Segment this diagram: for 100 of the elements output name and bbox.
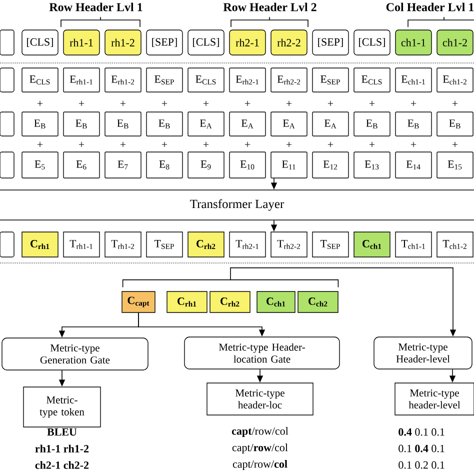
token-box: [SEP]: [146, 30, 183, 56]
plus-sign: +: [78, 142, 84, 148]
cls-vector-box: C$_{rh2}$: [210, 291, 250, 313]
output-box: C$_{rh2}$: [188, 232, 224, 258]
token-box: [CLS]: [188, 30, 224, 56]
plus-sign: +: [452, 142, 458, 148]
output-box: [0, 232, 14, 258]
embedding-box: E$_{11}$: [270, 152, 308, 178]
result-text: 0.1 0.2 0.1: [398, 461, 444, 469]
result-text: capt/row/col: [232, 460, 288, 470]
bracket: [122, 279, 339, 288]
embedding-box: [0, 68, 14, 92]
plus-sign: +: [369, 142, 375, 148]
embedding-box: E$_{A}$: [270, 112, 308, 136]
token-box: ch1-2: [436, 30, 474, 56]
embedding-box: E$_{12}$: [312, 152, 349, 178]
metric-box: Metric-type header-level: [394, 382, 474, 416]
metric-box: Metric-type token: [23, 386, 101, 428]
plus-sign: +: [203, 142, 209, 148]
plus-sign: +: [244, 100, 250, 106]
output-box: T$_{ch1-2}$: [436, 232, 474, 258]
embedding-box: E$_{B}$: [395, 112, 432, 136]
embedding-box: E$_{rh2-2}$: [270, 68, 308, 92]
plus-sign: +: [410, 142, 416, 148]
embedding-box: E$_{CLS}$: [22, 68, 58, 92]
result-text: ch2-1 ch2-2: [35, 461, 89, 469]
token-box: ch1-1: [395, 30, 432, 56]
output-box: T$_{rh2-2}$: [270, 232, 308, 258]
output-box: T$_{SEP}$: [146, 232, 183, 258]
token-box: rh2-1: [229, 30, 266, 56]
token-box: rh2-2: [270, 30, 308, 56]
result-text: BLEU: [47, 428, 77, 436]
plus-sign: +: [162, 142, 168, 148]
token-box: [CLS]: [354, 30, 390, 56]
embedding-box: E$_{9}$: [188, 152, 224, 178]
embedding-box: E$_{B}$: [354, 112, 390, 136]
transformer-layer-band: Transformer Layer: [0, 190, 474, 220]
output-box: T$_{SEP}$: [312, 232, 349, 258]
result-text: capt/row/col: [232, 444, 288, 454]
plus-sign: +: [120, 142, 126, 148]
output-box: C$_{rh1}$: [22, 232, 58, 258]
embedding-box: E$_{15}$: [436, 152, 474, 178]
cls-vector-box: C$_{rh1}$: [166, 291, 208, 313]
embedding-box: E$_{rh2-1}$: [229, 68, 266, 92]
plus-sign: +: [452, 100, 458, 106]
plus-sign: +: [410, 100, 416, 106]
embedding-box: E$_{A}$: [229, 112, 266, 136]
token-box: [CLS]: [22, 30, 58, 56]
output-box: T$_{rh1-1}$: [63, 232, 100, 258]
embedding-box: E$_{13}$: [354, 152, 390, 178]
plus-sign: +: [37, 142, 43, 148]
output-box: T$_{rh1-2}$: [104, 232, 142, 258]
embedding-box: E$_{SEP}$: [146, 68, 183, 92]
embedding-box: E$_{7}$: [104, 152, 142, 178]
embedding-box: [0, 112, 14, 136]
token-box: rh1-2: [104, 30, 142, 56]
gate-box: Metric-type Generation Gate: [2, 338, 148, 370]
embedding-box: [0, 152, 14, 178]
plus-sign: +: [369, 100, 375, 106]
embedding-box: E$_{5}$: [22, 152, 58, 178]
output-box: T$_{rh2-1}$: [229, 232, 266, 258]
embedding-box: E$_{14}$: [395, 152, 432, 178]
result-text: 0.1 0.4 0.1: [398, 444, 444, 452]
plus-sign: +: [203, 100, 209, 106]
result-text: capt/row/col: [232, 427, 288, 437]
result-text: rh1-1 rh1-2: [35, 444, 89, 452]
embedding-box: E$_{8}$: [146, 152, 183, 178]
header-label: Row Header Lvl 1: [49, 2, 142, 12]
plus-sign: +: [286, 142, 292, 148]
header-label: Row Header Lvl 2: [223, 2, 316, 12]
gate-box: Metric-type Header-level: [374, 336, 472, 370]
embedding-box: E$_{SEP}$: [312, 68, 349, 92]
result-text: 0.4 0.1 0.1: [398, 428, 444, 436]
plus-sign: +: [328, 100, 334, 106]
embedding-box: E$_{rh1-2}$: [104, 68, 142, 92]
plus-sign: +: [286, 100, 292, 106]
cls-vector-box: C$_{ch1}$: [256, 291, 296, 313]
embedding-box: E$_{B}$: [22, 112, 58, 136]
plus-sign: +: [244, 142, 250, 148]
plus-sign: +: [37, 100, 43, 106]
embedding-box: E$_{B}$: [436, 112, 474, 136]
plus-sign: +: [78, 100, 84, 106]
plus-sign: +: [120, 100, 126, 106]
embedding-box: E$_{B}$: [63, 112, 100, 136]
output-box: C$_{ch1}$: [354, 232, 390, 258]
cls-vector-box: C$_{capt}$: [122, 291, 156, 313]
embedding-box: E$_{ch1-2}$: [436, 68, 474, 92]
token-box: [SEP]: [312, 30, 349, 56]
embedding-box: E$_{CLS}$: [188, 68, 224, 92]
embedding-box: E$_{10}$: [229, 152, 266, 178]
metric-box: Metric-type header-loc: [206, 382, 314, 416]
cls-vector-box: C$_{ch2}$: [298, 291, 338, 313]
embedding-box: E$_{B}$: [146, 112, 183, 136]
header-label: Col Header Lvl 1: [386, 2, 474, 12]
plus-sign: +: [162, 100, 168, 106]
output-box: T$_{ch1-1}$: [395, 232, 432, 258]
embedding-box: E$_{A}$: [188, 112, 224, 136]
plus-sign: +: [328, 142, 334, 148]
token-box: rh1-1: [63, 30, 100, 56]
embedding-box: E$_{A}$: [312, 112, 349, 136]
